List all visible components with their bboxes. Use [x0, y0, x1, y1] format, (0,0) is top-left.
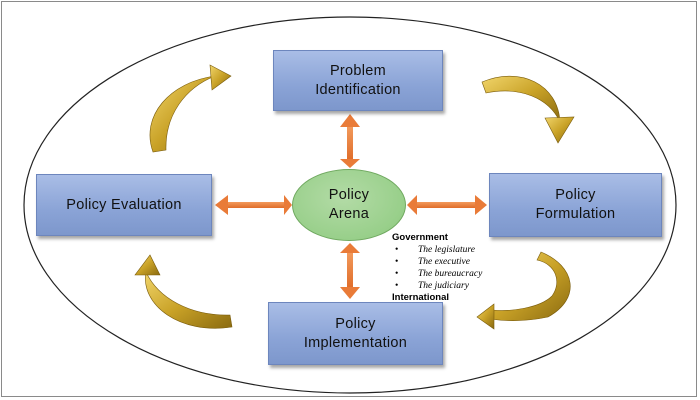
- legend-item-text: The judiciary: [418, 281, 469, 291]
- cycle-arrow-evaluation-to-problem: [149, 64, 232, 153]
- legend-footer: International: [392, 292, 450, 303]
- cycle-arrow-problem-to-formulation: [481, 75, 575, 144]
- legend-item-text: The bureaucracy: [418, 269, 483, 279]
- legend-heading: Government: [392, 232, 448, 243]
- government-legend: Government • The legislature • The executi…: [392, 232, 522, 304]
- node-label: Policy Implementation: [303, 315, 408, 351]
- node-label: Problem Identification: [315, 62, 401, 98]
- legend-item: • The judiciary: [392, 280, 522, 292]
- node-policy-evaluation: Policy Evaluation: [36, 174, 212, 236]
- arrow-arena-implementation: [340, 243, 360, 299]
- node-problem-identification: Problem Identification: [273, 50, 443, 111]
- bullet-icon: •: [395, 257, 399, 267]
- bullet-icon: •: [395, 245, 399, 255]
- node-policy-implementation: Policy Implementation: [268, 302, 443, 365]
- cycle-arrow-formulation-to-implementation: [476, 251, 571, 330]
- legend-item-text: The legislature: [418, 245, 475, 255]
- node-label: Policy Evaluation: [66, 196, 182, 213]
- node-label: Policy Formulation: [535, 187, 616, 222]
- node-label: Policy Arena: [328, 187, 370, 222]
- cycle-arrow-implementation-to-evaluation: [134, 254, 233, 329]
- legend-item: • The bureaucracy: [392, 268, 522, 280]
- legend-item-text: The executive: [418, 257, 470, 267]
- legend-list: • The legislature • The executive • The bur…: [392, 244, 522, 292]
- legend-item: • The executive: [392, 256, 522, 268]
- arrow-arena-formulation: [407, 195, 487, 215]
- node-policy-arena: Policy Arena: [292, 169, 406, 241]
- bullet-icon: •: [395, 281, 399, 291]
- arrow-arena-problem: [340, 114, 360, 168]
- legend-item: • The legislature: [392, 244, 522, 256]
- node-policy-formulation: Policy Formulation: [489, 173, 662, 237]
- arrow-arena-evaluation: [215, 195, 292, 215]
- bullet-icon: •: [395, 269, 399, 279]
